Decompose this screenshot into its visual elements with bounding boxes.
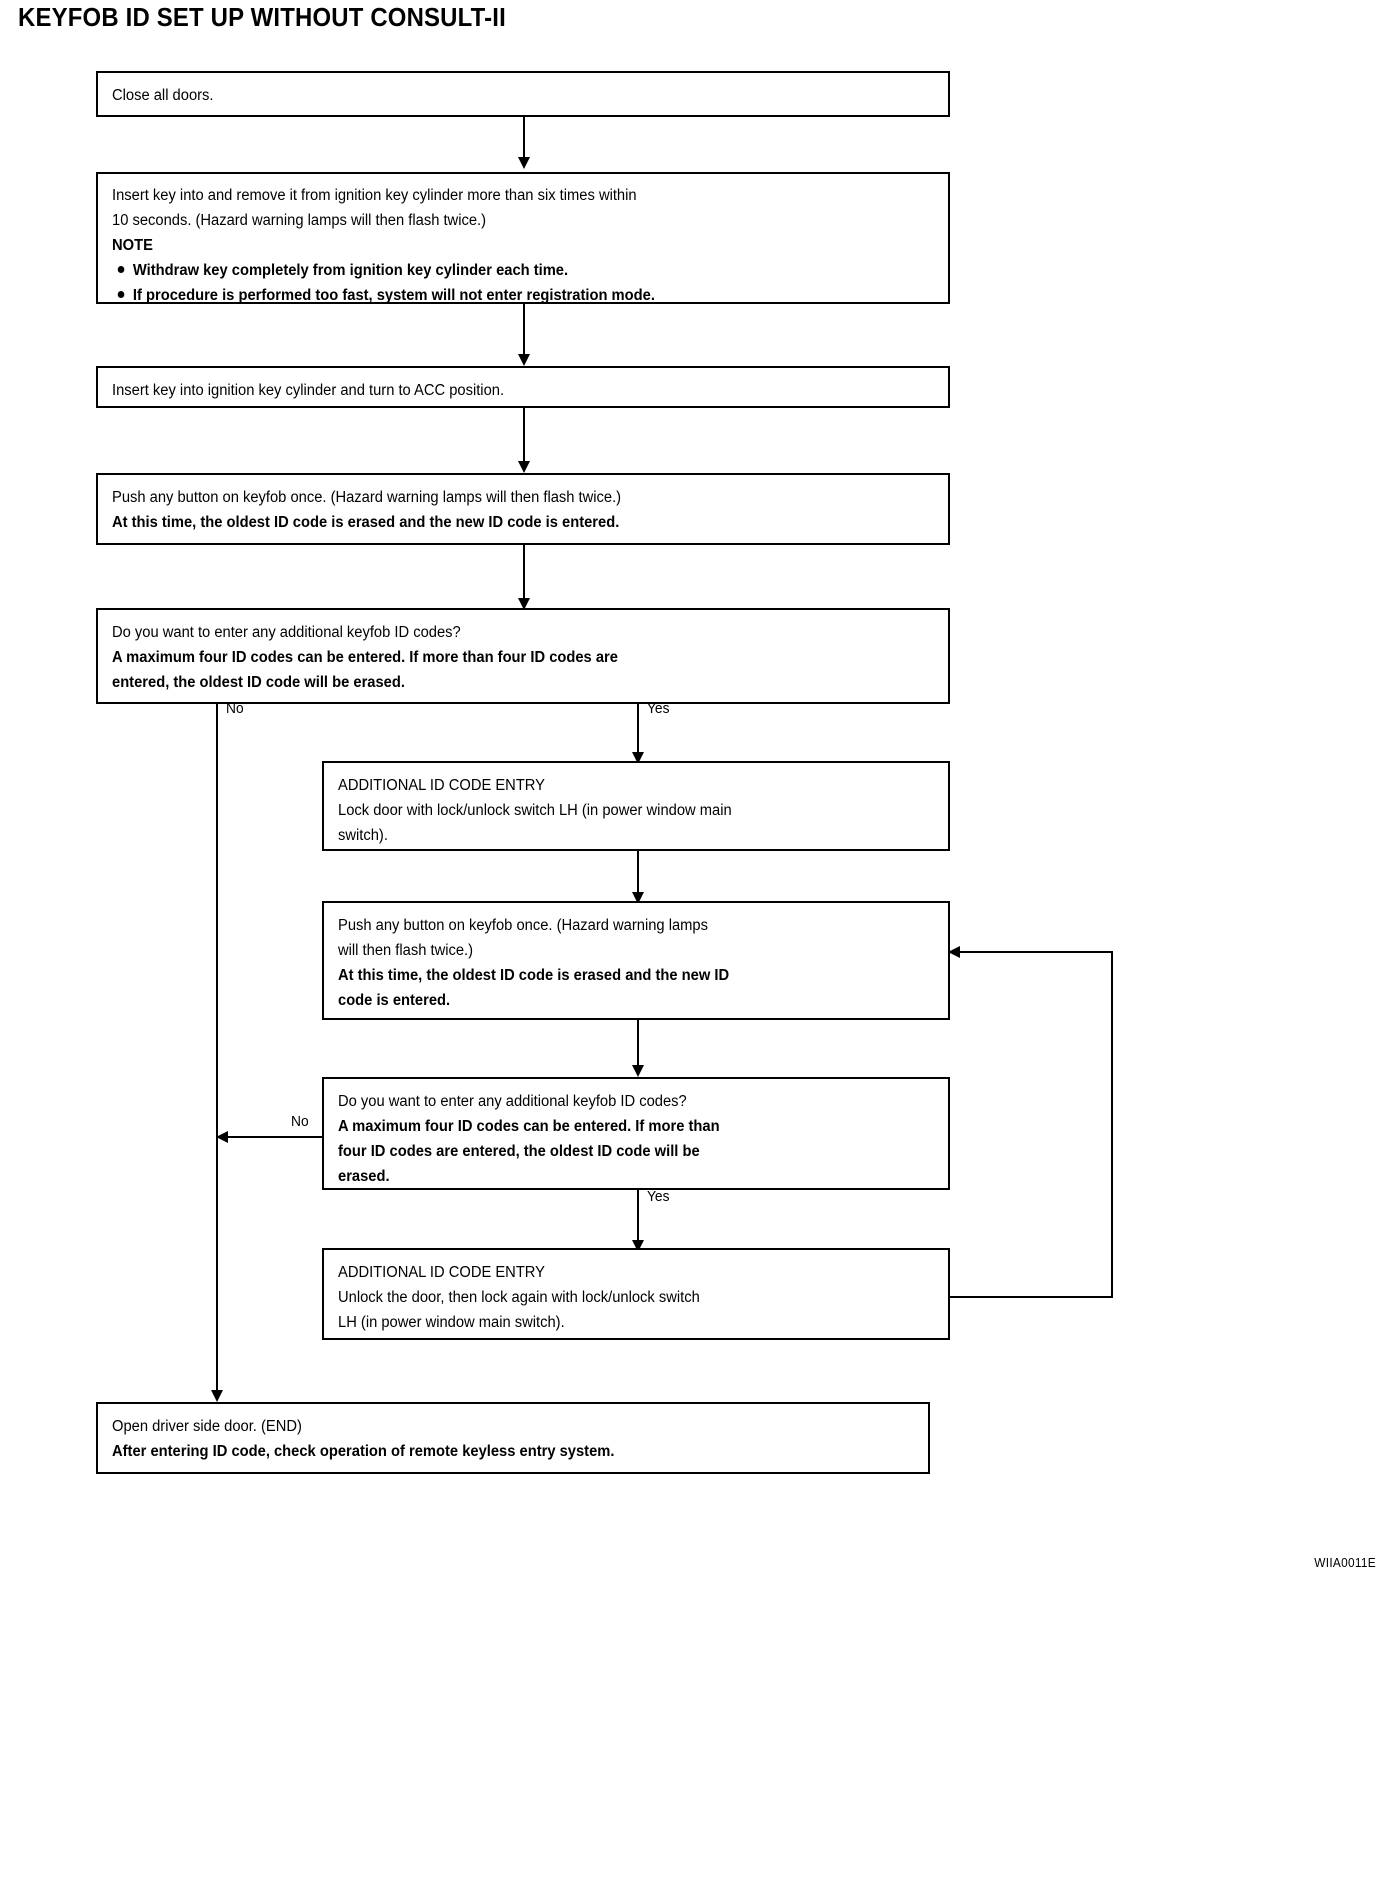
- connector-1-2: [523, 117, 525, 161]
- flow-node-decision-additional-codes-1: Do you want to enter any additional keyf…: [96, 608, 950, 704]
- figure-code: WIIA0011E: [1314, 1556, 1376, 1570]
- node-line: After entering ID code, check operation …: [112, 1443, 615, 1460]
- node-line: switch).: [338, 827, 388, 844]
- node-line: will then flash twice.): [338, 942, 474, 959]
- note-bullet-item: If procedure is performed too fast, syst…: [112, 283, 893, 308]
- arrow-2-3: [518, 354, 530, 366]
- node-line: Insert key into ignition key cylinder an…: [112, 382, 505, 399]
- flow-node-additional-entry-lock: ADDITIONAL ID CODE ENTRY Lock door with …: [322, 761, 950, 851]
- node-line: Close all doors.: [112, 87, 214, 104]
- node-line: erased.: [338, 1168, 390, 1185]
- flow-node-push-button-first: Push any button on keyfob once. (Hazard …: [96, 473, 950, 545]
- connector-3-4: [523, 408, 525, 465]
- node-line: At this time, the oldest ID code is eras…: [112, 514, 620, 531]
- arrow-decision1-no: [211, 1390, 223, 1402]
- node-line: 10 seconds. (Hazard warning lamps will t…: [112, 212, 487, 229]
- arrow-7-8: [632, 1065, 644, 1077]
- feedback-loop-top: [950, 951, 1113, 953]
- arrow-decision2-no: [216, 1131, 228, 1143]
- flow-node-open-driver-door-end: Open driver side door. (END) After enter…: [96, 1402, 930, 1474]
- bullet-icon: [117, 291, 125, 298]
- branch-label-yes-2: Yes: [647, 1189, 670, 1205]
- connector-2-3: [523, 304, 525, 358]
- node-note-heading: NOTE: [112, 237, 153, 254]
- connector-4-5: [523, 545, 525, 605]
- feedback-loop-bottom: [948, 1296, 1113, 1298]
- node-line: code is entered.: [338, 992, 451, 1009]
- arrow-1-2: [518, 157, 530, 169]
- arrow-feedback-loop: [948, 946, 960, 958]
- node-heading: ADDITIONAL ID CODE ENTRY: [338, 777, 546, 794]
- node-line: entered, the oldest ID code will be eras…: [112, 674, 405, 691]
- bullet-text: If procedure is performed too fast, syst…: [132, 287, 655, 304]
- note-bullet-item: Withdraw key completely from ignition ke…: [112, 258, 893, 283]
- bullet-icon: [117, 266, 125, 273]
- node-line: At this time, the oldest ID code is eras…: [338, 967, 730, 984]
- branch-label-no-2: No: [291, 1114, 309, 1130]
- connector-decision1-no: [216, 704, 218, 1395]
- connector-decision2-yes: [637, 1190, 639, 1247]
- node-heading: ADDITIONAL ID CODE ENTRY: [338, 1264, 546, 1281]
- node-line: Push any button on keyfob once. (Hazard …: [338, 917, 708, 934]
- feedback-loop-right: [1111, 951, 1113, 1298]
- node-line: LH (in power window main switch).: [338, 1314, 565, 1331]
- node-line: Open driver side door. (END): [112, 1418, 302, 1435]
- connector-decision1-yes: [637, 704, 639, 760]
- flow-node-decision-additional-codes-2: Do you want to enter any additional keyf…: [322, 1077, 950, 1190]
- node-line: Do you want to enter any additional keyf…: [112, 624, 461, 641]
- branch-label-yes-1: Yes: [647, 701, 670, 717]
- node-line: Insert key into and remove it from ignit…: [112, 187, 637, 204]
- node-line: Do you want to enter any additional keyf…: [338, 1093, 687, 1110]
- connector-6-7: [637, 851, 639, 899]
- arrow-3-4: [518, 461, 530, 473]
- flow-node-additional-entry-unlock: ADDITIONAL ID CODE ENTRY Unlock the door…: [322, 1248, 950, 1340]
- node-line: Lock door with lock/unlock switch LH (in…: [338, 802, 732, 819]
- node-line: A maximum four ID codes can be entered. …: [112, 649, 618, 666]
- flow-node-insert-remove-key: Insert key into and remove it from ignit…: [96, 172, 950, 304]
- flow-node-push-button-second: Push any button on keyfob once. (Hazard …: [322, 901, 950, 1020]
- node-line: Unlock the door, then lock again with lo…: [338, 1289, 700, 1306]
- page-title: KEYFOB ID SET UP WITHOUT CONSULT-II: [18, 2, 506, 32]
- branch-label-no-1: No: [226, 701, 244, 717]
- arrow-4-5: [518, 598, 530, 610]
- connector-decision2-no: [216, 1136, 323, 1138]
- flow-node-close-all-doors: Close all doors.: [96, 71, 950, 117]
- bullet-text: Withdraw key completely from ignition ke…: [132, 262, 569, 279]
- connector-7-8: [637, 1020, 639, 1072]
- flow-node-turn-to-acc: Insert key into ignition key cylinder an…: [96, 366, 950, 408]
- node-line: A maximum four ID codes can be entered. …: [338, 1118, 720, 1135]
- node-line: Push any button on keyfob once. (Hazard …: [112, 489, 622, 506]
- node-line: four ID codes are entered, the oldest ID…: [338, 1143, 700, 1160]
